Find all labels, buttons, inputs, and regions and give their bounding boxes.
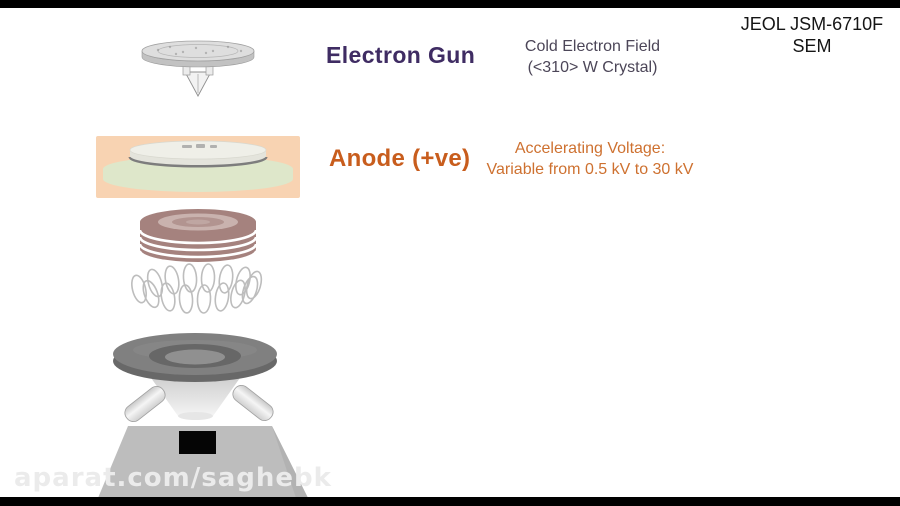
- anode-highlight-panel: [96, 136, 300, 198]
- electron-gun-icon: [141, 40, 255, 97]
- gun-desc-line2: (<310> W Crystal): [527, 59, 658, 76]
- letterbox-top: [0, 0, 900, 8]
- anode-desc-line1: Accelerating Voltage:: [514, 140, 666, 157]
- watermark: aparat.com/saghebk: [14, 463, 332, 493]
- coil-icon: [131, 263, 263, 314]
- electron-gun-description: Cold Electron Field (<310> W Crystal): [495, 36, 690, 78]
- anode-label: Anode (+ve): [329, 145, 471, 172]
- anode-description: Accelerating Voltage: Variable from 0.5 …: [462, 138, 718, 180]
- device-title-line1: JEOL JSM-6710F: [740, 14, 884, 34]
- gun-desc-line1: Cold Electron Field: [524, 38, 661, 55]
- letterbox-bottom: [0, 497, 900, 506]
- device-title: JEOL JSM-6710F SEM: [732, 13, 892, 57]
- objective-lens-icon: [113, 333, 277, 423]
- electron-gun-label: Electron Gun: [326, 42, 476, 68]
- detector-cylinders-icon: [124, 384, 274, 423]
- device-title-line2: SEM: [792, 36, 832, 56]
- condenser-lens-rings-icon: [138, 209, 258, 263]
- anode-discs-icon: [103, 140, 293, 192]
- specimen-icon: [179, 431, 216, 454]
- anode-desc-line2: Variable from 0.5 kV to 30 kV: [486, 161, 694, 178]
